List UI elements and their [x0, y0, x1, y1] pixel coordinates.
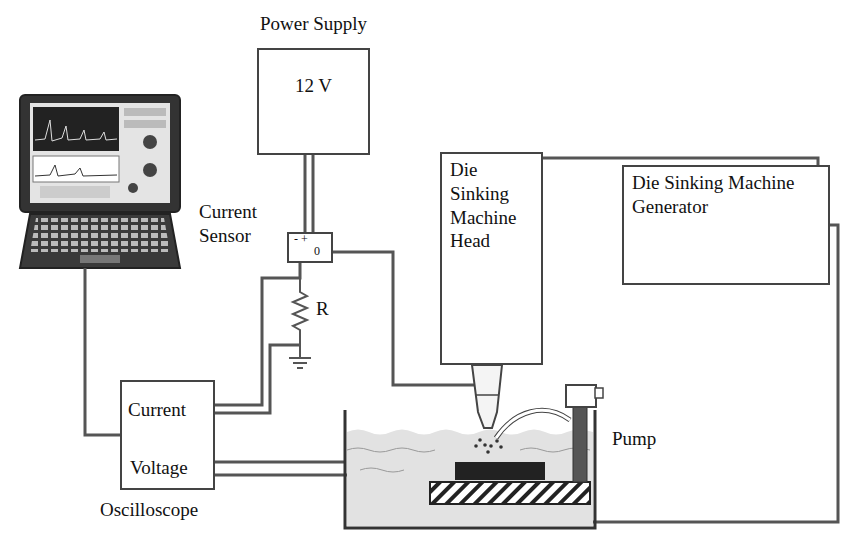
part-name: Pump [612, 428, 656, 451]
generator-box: Die Sinking Machine Generator [622, 165, 830, 285]
resistor-label: R [316, 298, 329, 321]
wire [215, 345, 300, 413]
power-supply-box: Power Supply12 V [257, 48, 370, 155]
box-label: Die Sinking Machine Head [442, 154, 541, 257]
heading: Current Sensor [199, 200, 275, 248]
oscilloscope-box: CurrentVoltageOscilloscope [120, 380, 215, 490]
wire [215, 461, 345, 464]
dielectric-tank [345, 410, 595, 528]
laptop [20, 95, 180, 268]
wire-connector [543, 158, 818, 165]
channel-label: Current [128, 398, 186, 422]
box-label: Die Sinking Machine Generator [624, 167, 828, 223]
resistor-symbol [289, 278, 311, 368]
machine-head-box: Die Sinking Machine Head [440, 152, 543, 365]
terminal-label: 0 [314, 244, 320, 259]
heading: Power Supply [260, 12, 367, 36]
cable [85, 268, 120, 435]
caption-label: Oscilloscope [100, 498, 198, 522]
wire [215, 475, 355, 522]
tool-electrode [472, 365, 503, 454]
wire-connector [215, 263, 300, 405]
wire-connector [305, 155, 313, 232]
pump [496, 385, 603, 482]
terminal-label: - + [294, 232, 308, 247]
voltage-value: 12 V [259, 74, 368, 98]
channel-label: Voltage [130, 456, 188, 480]
current-sensor-box: Current Sensor- +0 [287, 232, 333, 263]
